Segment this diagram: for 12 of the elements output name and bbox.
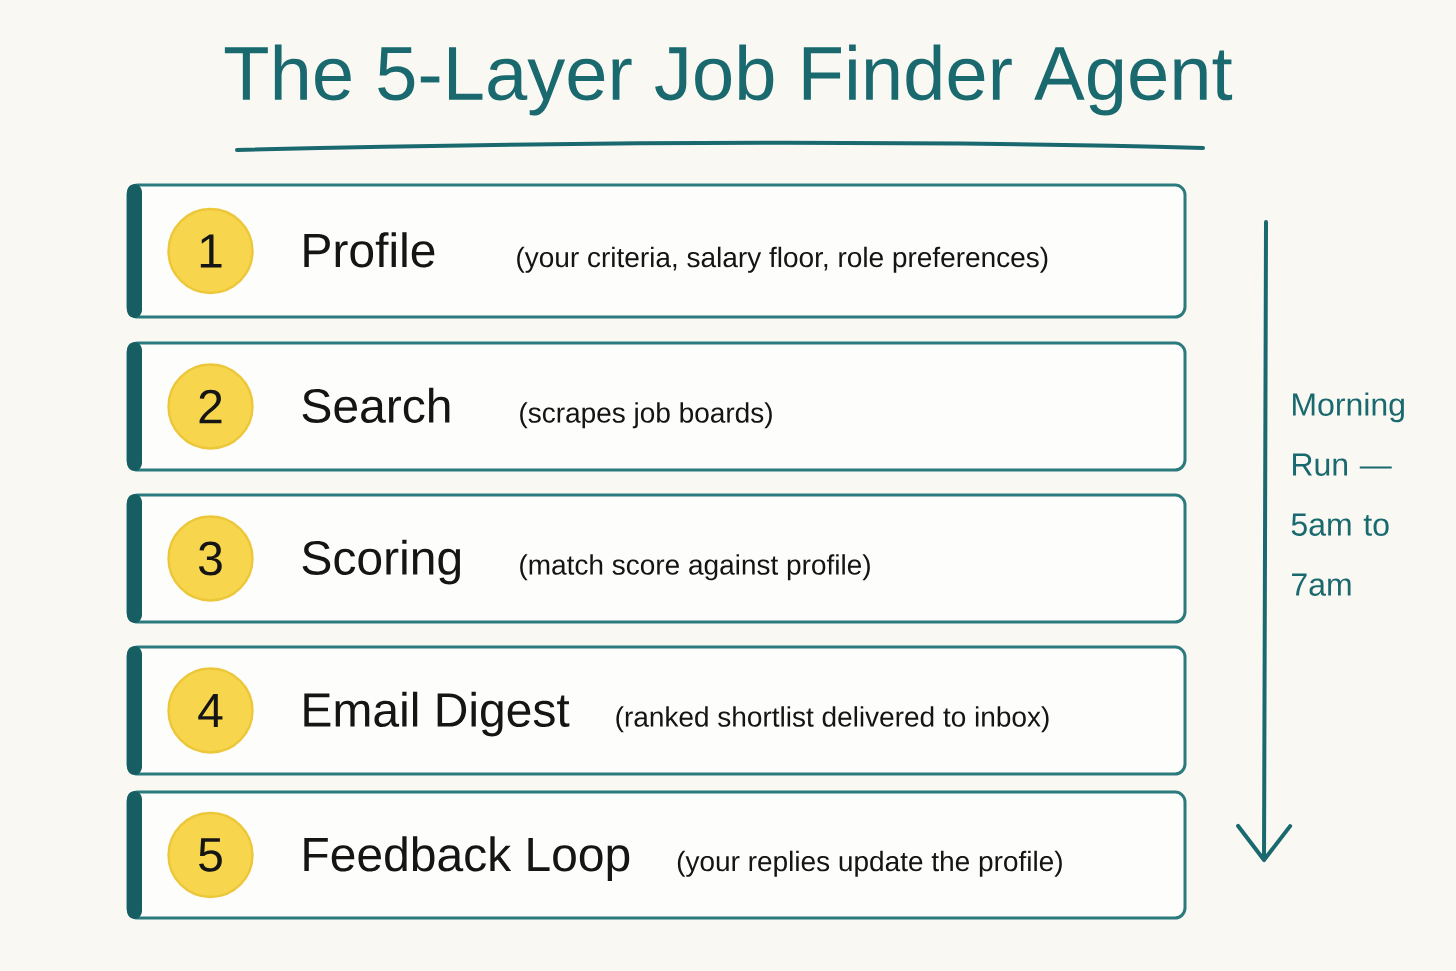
layer-name: Feedback Loop bbox=[304, 836, 630, 881]
layer-description: (match score against profile) bbox=[520, 554, 870, 581]
title: The 5-Layer Job Finder Agent bbox=[224, 44, 1233, 116]
layer-description: (your criteria, salary floor, role preferences) bbox=[517, 246, 1048, 273]
layer-name: Email Digest bbox=[304, 691, 570, 737]
layer-name: Profile bbox=[304, 232, 435, 268]
layer-name: Search bbox=[302, 387, 450, 423]
layer-description: (your replies update the profile) bbox=[677, 850, 1062, 877]
layer-description: (scrapes job boards) bbox=[520, 402, 772, 429]
time-label: Morning Run — 5am to 7am bbox=[1291, 392, 1404, 596]
layer-name: Scoring bbox=[302, 539, 461, 585]
layer-description: (ranked shortlist delivered to inbox) bbox=[616, 706, 1049, 733]
